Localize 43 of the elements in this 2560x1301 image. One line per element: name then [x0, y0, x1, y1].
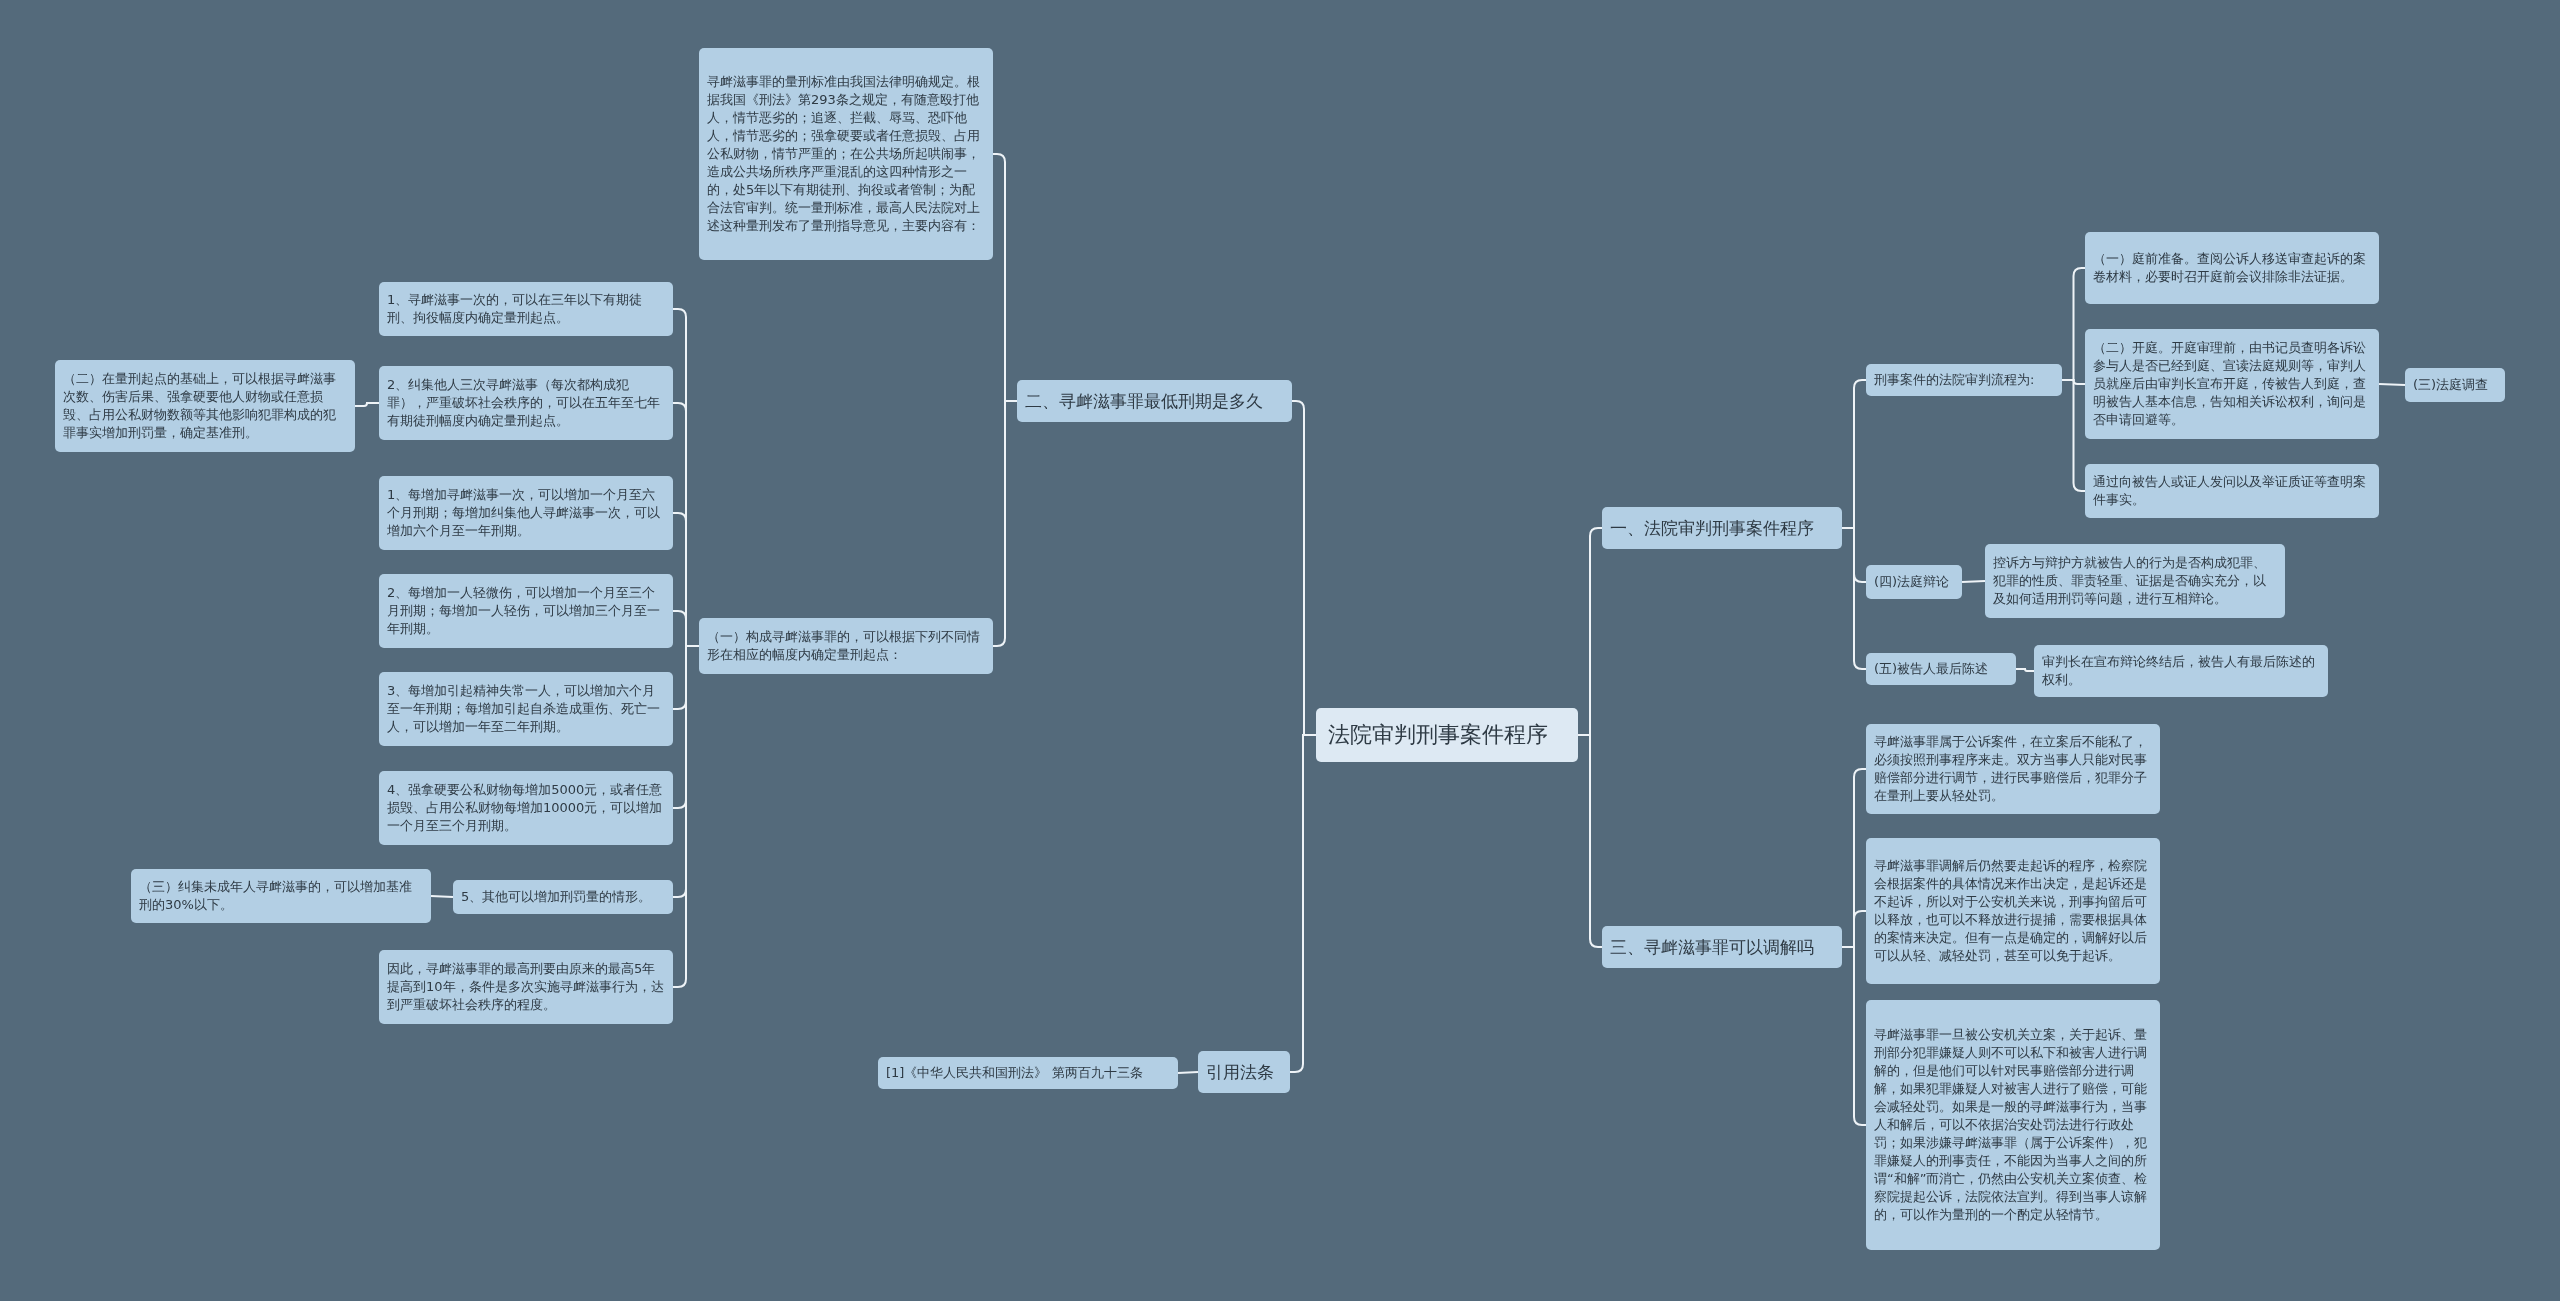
connector-line — [1841, 946, 1867, 1126]
text-box: （二）在量刑起点的基础上，可以根据寻衅滋事次数、伤害后果、强拿硬要他人财物或任意损毁、占用公私财物数额等其他影响犯罪构成的犯罪事实增加刑罚量，确定基准刑。 — [55, 360, 355, 452]
branch-topic: 三、寻衅滋事罪可以调解吗 — [1602, 926, 1842, 968]
connector-line — [2015, 668, 2035, 672]
connector-line — [2061, 379, 2086, 492]
connector-line — [430, 895, 454, 898]
connector-line — [354, 402, 380, 407]
central-topic: 法院审判刑事案件程序 — [1316, 708, 1578, 762]
text-box: 2、纠集他人三次寻衅滋事（每次都构成犯罪），严重破坏社会秩序的，可以在五年至七年有期徒刑幅度内确定量刑起点。 — [379, 366, 673, 440]
branch-topic: 一、法院审判刑事案件程序 — [1602, 507, 1842, 549]
text-box: （一）构成寻衅滋事罪的，可以根据下列不同情形在相应的幅度内确定量刑起点： — [699, 618, 993, 674]
text-box: （三）纠集未成年人寻衅滋事的，可以增加基准刑的30%以下。 — [131, 869, 431, 923]
text-box: 5、其他可以增加刑罚量的情形。 — [453, 880, 673, 914]
connector-line — [1961, 580, 1986, 583]
text-box: 通过向被告人或证人发问以及举证质证等查明案件事实。 — [2085, 464, 2379, 518]
text-box: 控诉方与辩护方就被告人的行为是否构成犯罪、犯罪的性质、罪责轻重、证据是否确实充分，以及如何适用刑罚等问题，进行互相辩论。 — [1985, 544, 2285, 618]
text-box: (三)法庭调查 — [2405, 368, 2505, 402]
connector-line — [1177, 1071, 1199, 1074]
connector-line — [1841, 527, 1867, 670]
text-box: 因此，寻衅滋事罪的最高刑要由原来的最高5年提高到10年，条件是多次实施寻衅滋事行为，达到严重破坏社会秩序的程度。 — [379, 950, 673, 1024]
text-box: 寻衅滋事罪调解后仍然要走起诉的程序，检察院会根据案件的具体情况来作出决定，是起诉还是不起诉，所以对于公安机关来说，刑事拘留后可以释放，也可以不释放进行提捕，需要根据具体的案情来决定。但有一点是确定的，调解好以后可以从轻、减轻处罚，甚至可以免于起诉。 — [1866, 838, 2160, 984]
text-box: 审判长在宣布辩论终结后，被告人有最后陈述的权利。 — [2034, 645, 2328, 697]
connector-line — [2378, 383, 2406, 386]
text-box: （二）开庭。开庭审理前，由书记员查明各诉讼参与人是否已经到庭、宣读法庭规则等，审判人员就座后由审判长宣布开庭，传被告人到庭，查明被告人基本信息，告知相关诉讼权利，询问是否申请回避等。 — [2085, 329, 2379, 439]
text-box: 3、每增加引起精神失常一人，可以增加六个月至一年刑期；每增加引起自杀造成重伤、死亡一人，可以增加一年至二年刑期。 — [379, 672, 673, 746]
text-box: 1、每增加寻衅滋事一次，可以增加一个月至六个月刑期；每增加纠集他人寻衅滋事一次，可以增加六个月至一年刑期。 — [379, 476, 673, 550]
connector-line — [1577, 734, 1603, 948]
connector-line — [672, 645, 700, 988]
text-box: 寻衅滋事罪的量刑标准由我国法律明确规定。根据我国《刑法》第293条之规定，有随意殴打他人，情节恶劣的；追逐、拦截、辱骂、恐吓他人，情节恶劣的；强拿硬要或者任意损毁、占用公私财物，情节严重的；在公共场所起哄闹事，造成公共场所秩序严重混乱的这四种情形之一的，处5年以下有期徒刑、拘役或者管制；为配合法官审判。统一量刑标准，最高人民法院对上述这种量刑发布了量刑指导意见，主要内容有： — [699, 48, 993, 260]
connector-line — [992, 400, 1018, 647]
text-box: （一）庭前准备。查阅公诉人移送审查起诉的案卷材料，必要时召开庭前会议排除非法证据。 — [2085, 232, 2379, 304]
text-box: 寻衅滋事罪一旦被公安机关立案，关于起诉、量刑部分犯罪嫌疑人则不可以私下和被害人进行调解的，但是他们可以针对民事赔偿部分进行调解，如果犯罪嫌疑人对被害人进行了赔偿，可能会减轻处罚。如果是一般的寻衅滋事行为，当事人和解后，可以不依据治安处罚法进行行政处罚；如果涉嫌寻衅滋事罪（属于公诉案件），犯罪嫌疑人的刑事责任，不能因为当事人之间的所谓“和解”而消亡，仍然由公安机关立案侦查、检察院提起公诉，法院依法宣判。得到当事人谅解的，可以作为量刑的一个酌定从轻情节。 — [1866, 1000, 2160, 1250]
text-box: 2、每增加一人轻微伤，可以增加一个月至三个月刑期；每增加一人轻伤，可以增加三个月至一年刑期。 — [379, 574, 673, 648]
text-box: 刑事案件的法院审判流程为: — [1866, 364, 2062, 396]
text-box: (五)被告人最后陈述 — [1866, 653, 2016, 685]
branch-topic: 引用法条 — [1198, 1051, 1290, 1093]
text-box: [1]《中华人民共和国刑法》 第两百九十三条 — [878, 1057, 1178, 1089]
branch-topic: 二、寻衅滋事罪最低刑期是多久 — [1017, 380, 1292, 422]
text-box: 4、强拿硬要公私财物每增加5000元，或者任意损毁、占用公私财物每增加10000元，可以增加一个月至三个月刑期。 — [379, 771, 673, 845]
text-box: 1、寻衅滋事一次的，可以在三年以下有期徒刑、拘役幅度内确定量刑起点。 — [379, 282, 673, 336]
text-box: (四)法庭辩论 — [1866, 565, 1962, 599]
connector-line — [1289, 734, 1317, 1073]
text-box: 寻衅滋事罪属于公诉案件，在立案后不能私了，必须按照刑事程序来走。双方当事人只能对民事赔偿部分进行调节，进行民事赔偿后，犯罪分子在量刑上要从轻处罚。 — [1866, 724, 2160, 814]
